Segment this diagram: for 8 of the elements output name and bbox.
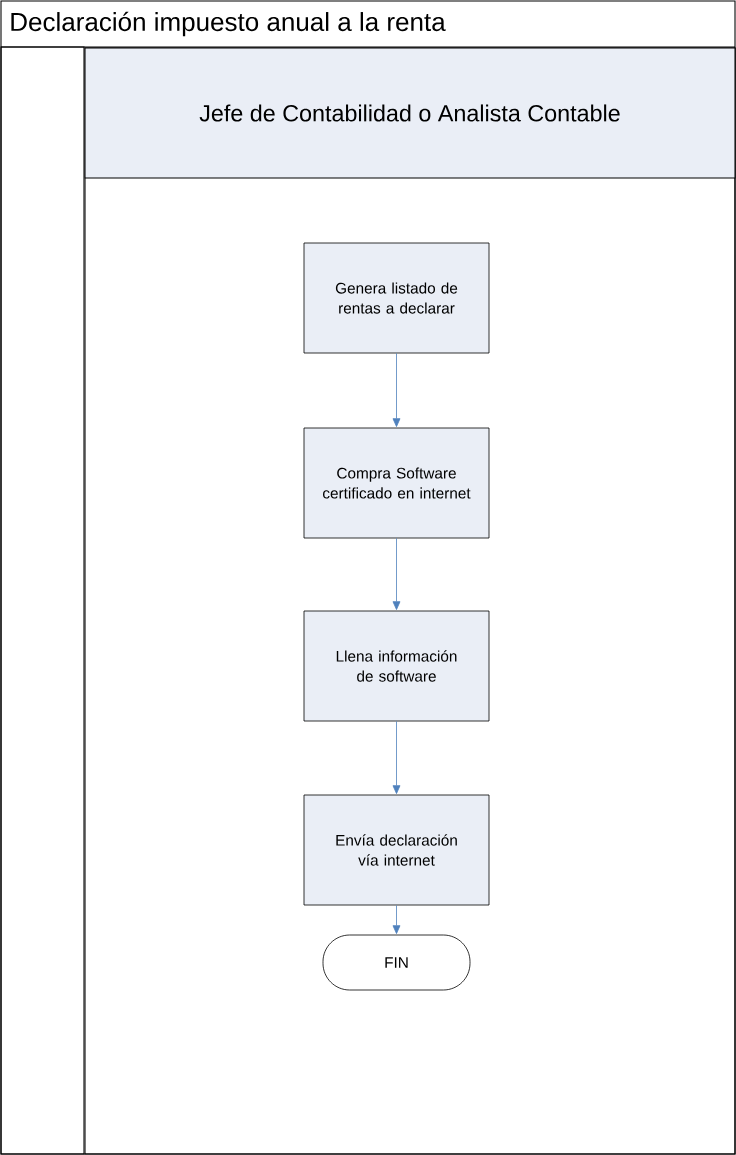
arrow <box>392 353 401 427</box>
process-box: Llena información de software <box>303 610 490 722</box>
process-box: Compra Software certificado en internet <box>303 427 490 539</box>
arrow <box>392 905 401 934</box>
arrow <box>392 721 401 794</box>
process-box: Genera listado de rentas a declarar <box>303 242 490 354</box>
arrow <box>392 538 401 610</box>
process-box: Envía declaración vía internet <box>303 794 490 906</box>
